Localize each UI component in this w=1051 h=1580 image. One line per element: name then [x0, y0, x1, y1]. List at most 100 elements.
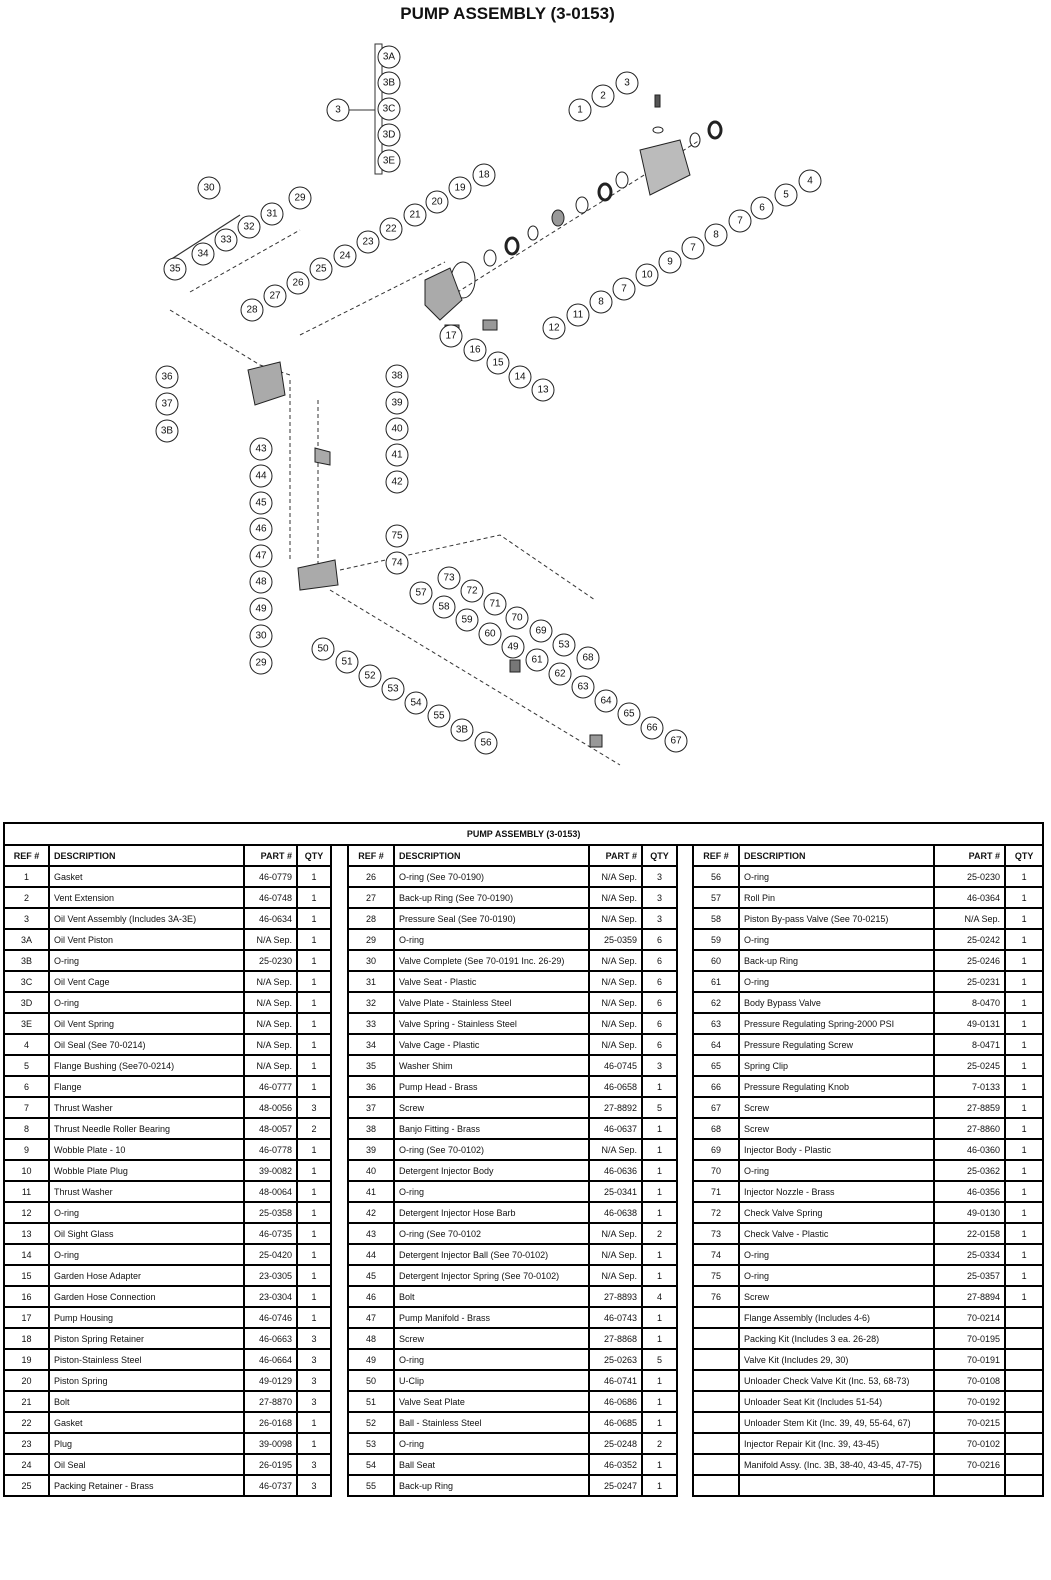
callout-label: 29	[294, 193, 306, 204]
cell-qty: 1	[1003, 886, 1045, 909]
callout: 23	[356, 230, 380, 254]
cell-description: Screw	[738, 1096, 935, 1119]
cell-ref: 32	[347, 991, 395, 1014]
cell-ref: 57	[692, 886, 740, 909]
cell-ref: 53	[347, 1432, 395, 1455]
cell-qty: 1	[641, 1264, 678, 1287]
cell-ref: 74	[692, 1243, 740, 1266]
column-gap	[676, 1202, 694, 1223]
cell-qty: 1	[1003, 928, 1045, 951]
callout-label: 1	[577, 105, 583, 116]
callout-label: 62	[554, 669, 566, 680]
cell-ref: 31	[347, 970, 395, 993]
cell-part-number: 25-0246	[933, 949, 1006, 972]
cell-description: Injector Repair Kit (Inc. 39, 43-45)	[738, 1432, 935, 1455]
callout-circle	[263, 284, 287, 308]
cell-qty: 1	[641, 1411, 678, 1434]
cell-description: Oil Vent Cage	[48, 970, 245, 993]
cell-description: Screw	[393, 1096, 590, 1119]
column-gap	[330, 1139, 349, 1160]
column-gap	[330, 1118, 349, 1139]
callout-circle	[249, 464, 273, 488]
column-gap	[330, 887, 349, 908]
callout: 27	[263, 284, 287, 308]
callout-label: 60	[484, 629, 496, 640]
cell-qty: 1	[296, 1411, 332, 1434]
cell-part-number: 39-0098	[243, 1432, 298, 1455]
cell-qty: 2	[641, 1222, 678, 1245]
cell-qty: 1	[296, 886, 332, 909]
cell-qty: 1	[296, 1159, 332, 1182]
cell-ref: 72	[692, 1201, 740, 1224]
callout-circle	[612, 277, 636, 301]
cell-qty: 3	[296, 1474, 332, 1497]
callout-label: 28	[246, 305, 258, 316]
cell-description: Vent Extension	[48, 886, 245, 909]
callout: 3B	[377, 71, 401, 95]
cell-part-number: 25-0358	[243, 1201, 298, 1224]
callout-circle	[486, 351, 510, 375]
cell-qty: 1	[1003, 1201, 1045, 1224]
cell-ref: 71	[692, 1180, 740, 1203]
column-gap	[676, 1223, 694, 1244]
callout-circle	[589, 290, 613, 314]
callout: 51	[335, 650, 359, 674]
callout: 34	[191, 242, 215, 266]
cell-qty: 1	[1003, 991, 1045, 1014]
cell-ref: 43	[347, 1222, 395, 1245]
cell-ref: 29	[347, 928, 395, 951]
callout-label: 42	[391, 477, 403, 488]
cell-description: Back-up Ring (See 70-0190)	[393, 886, 590, 909]
cell-ref: 45	[347, 1264, 395, 1287]
callout-label: 73	[443, 573, 455, 584]
cell-ref: 12	[3, 1201, 50, 1224]
callout: 74	[385, 551, 409, 575]
column-gap	[676, 950, 694, 971]
callout-circle	[358, 664, 382, 688]
cell-part-number: 48-0057	[243, 1117, 298, 1140]
cell-description: Thrust Washer	[48, 1180, 245, 1203]
cell-ref: 24	[3, 1453, 50, 1476]
callout: 52	[358, 664, 382, 688]
cell-qty: 3	[641, 886, 678, 909]
callout-label: 2	[600, 91, 606, 102]
callout-circle	[463, 338, 487, 362]
cell-ref	[692, 1348, 740, 1371]
cell-description: Valve Spring - Stainless Steel	[393, 1012, 590, 1035]
assembly-lines	[169, 43, 701, 766]
cell-description: Ball - Stainless Steel	[393, 1411, 590, 1434]
cell-description: Wobble Plate - 10	[48, 1138, 245, 1161]
callout-label: 3A	[383, 52, 396, 63]
callout: 3	[615, 71, 639, 95]
callout: 56	[474, 731, 498, 755]
cell-qty: 3	[641, 907, 678, 930]
cell-part-number: 70-0215	[933, 1411, 1006, 1434]
cell-part-number: 26-0195	[243, 1453, 298, 1476]
cell-qty: 1	[1003, 907, 1045, 930]
cell-qty: 5	[641, 1096, 678, 1119]
callout-circle	[237, 215, 261, 239]
cell-description: Screw	[393, 1327, 590, 1350]
cell-qty: 1	[296, 1222, 332, 1245]
cell-part-number: 48-0056	[243, 1096, 298, 1119]
cell-part-number: N/A Sep.	[243, 1054, 298, 1077]
column-gap	[330, 929, 349, 950]
callout-circle	[483, 592, 507, 616]
cell-ref: 67	[692, 1096, 740, 1119]
callout: 61	[525, 648, 549, 672]
cell-description: Packing Retainer - Brass	[48, 1474, 245, 1497]
cell-part-number: 27-8868	[588, 1327, 643, 1350]
cell-part-number: 46-0745	[588, 1054, 643, 1077]
callout-circle	[425, 190, 449, 214]
cell-qty: 1	[296, 907, 332, 930]
cell-qty	[1003, 1390, 1045, 1413]
cell-ref: 41	[347, 1180, 395, 1203]
table-title: PUMP ASSEMBLY (3-0153)	[2, 822, 1045, 846]
cell-ref: 21	[3, 1390, 50, 1413]
cell-qty: 2	[641, 1432, 678, 1455]
callout: 64	[594, 689, 618, 713]
